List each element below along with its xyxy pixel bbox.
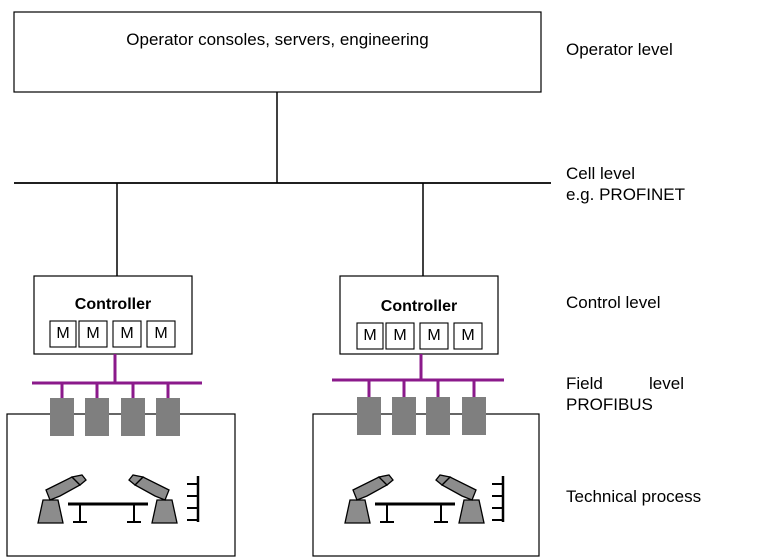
field-device [156,398,180,436]
field-level-word-1: Field [566,374,603,393]
operator-box [13,11,542,93]
field-device [462,397,486,435]
field-device [85,398,109,436]
controller-2-module-3: M [427,327,441,344]
field-level-label: Field level [566,374,684,394]
controller-1-module-4: M [154,325,168,342]
controller-2-module-4: M [461,327,475,344]
field-level-word-2: level [649,374,684,393]
cell-level-network-label: e.g. PROFINET [566,185,686,204]
process-1-machinery [37,474,200,524]
process-box-2 [312,413,540,557]
operator-box-label: Operator consoles, servers, engineering [126,30,429,49]
operator-level-label: Operator level [566,40,673,59]
controller-1-module-1: M [56,325,70,342]
technical-process-label: Technical process [566,487,702,506]
module-box [385,322,415,350]
module-box [419,322,449,350]
controller-2-module-2: M [393,327,407,344]
module-box [78,320,108,348]
field-device [121,398,145,436]
cell-level-label: Cell level [566,164,635,183]
field-bus-2 [332,354,504,397]
module-box [356,322,384,350]
module-box [453,322,483,350]
module-box [146,320,176,348]
field-device [357,397,381,435]
field-level-network-label: PROFIBUS [566,395,653,414]
process-2-machinery [344,474,505,524]
field-bus-1 [32,354,202,399]
controller-1-title: Controller [74,296,152,313]
module-box [49,320,77,348]
control-level-label: Control level [566,293,661,312]
field-device [50,398,74,436]
controller-2-title: Controller [380,298,458,315]
controller-1-module-2: M [86,325,100,342]
module-box [112,320,142,348]
controller-1-module-3: M [120,325,134,342]
field-device [392,397,416,435]
controller-2-module-1: M [363,327,377,344]
field-device [426,397,450,435]
